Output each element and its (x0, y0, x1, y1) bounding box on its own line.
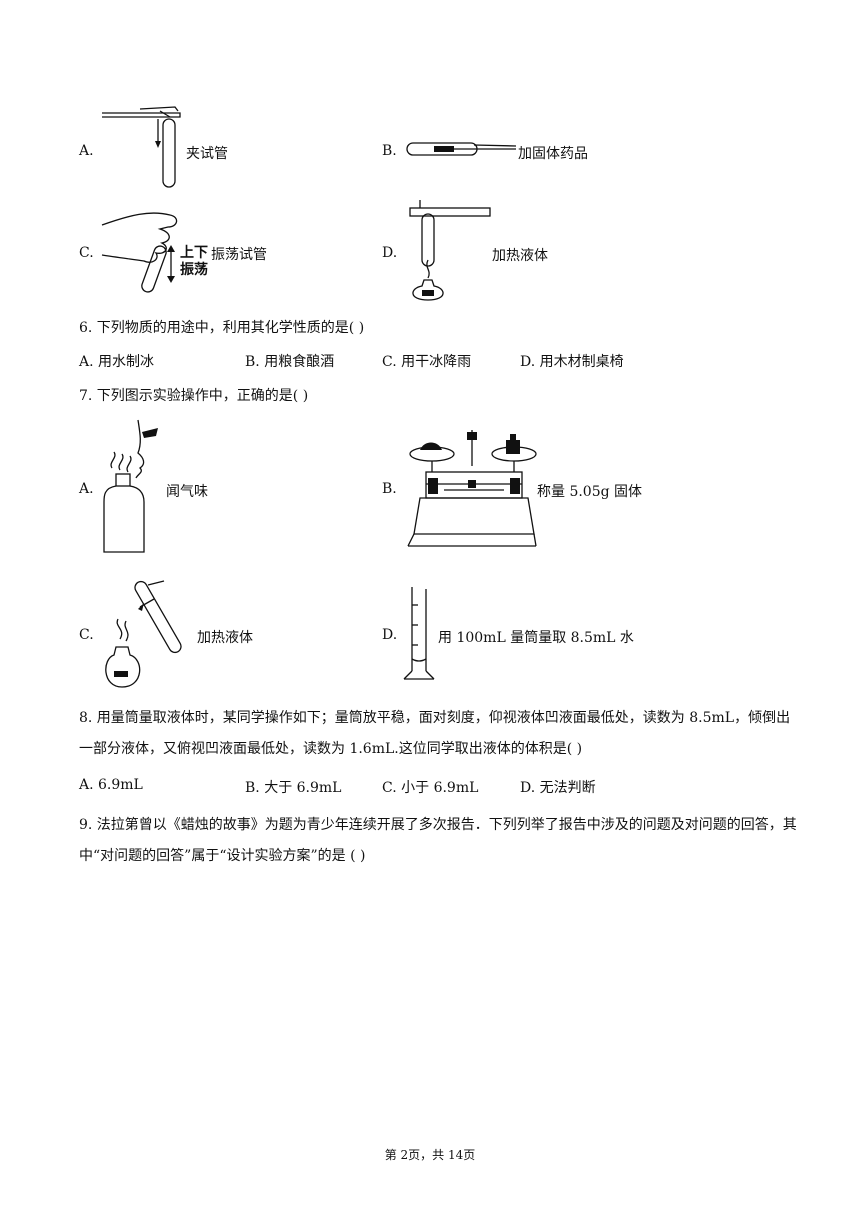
option-letter: A. (79, 143, 94, 159)
option-caption: 称量 5.05g 固体 (537, 484, 643, 500)
q6-option-c: C. 用干冰降雨 (382, 354, 472, 370)
q6-stem: 6. 下列物质的用途中，利用其化学性质的是( ) (79, 320, 365, 336)
horizontal-tube-spatula-figure (406, 142, 517, 156)
option-caption: 加固体药品 (518, 146, 588, 162)
option-letter: C. (79, 627, 94, 643)
heating-tube-angled-figure (105, 580, 182, 688)
option-letter: A. (79, 481, 94, 497)
option-caption: 加热液体 (492, 248, 548, 264)
option-letter: B. (382, 143, 397, 159)
q6-option-d: D. 用木材制桌椅 (520, 354, 624, 370)
q8-option-a: A. 6.9mL (79, 777, 143, 793)
option-caption: 用 100mL 量筒量取 8.5mL 水 (438, 630, 634, 646)
option-letter: B. (382, 481, 397, 497)
q6-option-a: A. 用水制冰 (79, 354, 155, 370)
shake-direction-label: 上下 振荡 (180, 245, 208, 278)
q8-option-c: C. 小于 6.9mL (382, 780, 479, 796)
graduated-cylinder-figure (403, 587, 435, 680)
q8-option-b: B. 大于 6.9mL (245, 780, 342, 796)
q7-stem: 7. 下列图示实验操作中，正确的是( ) (79, 388, 309, 404)
q8-option-d: D. 无法判断 (520, 780, 596, 796)
option-letter: D. (382, 627, 398, 643)
up-down-arrow-icon (167, 245, 175, 283)
q9-stem: 9. 法拉第曾以《蜡烛的故事》为题为青少年连续开展了多次报告．下列列举了报告中涉… (79, 817, 797, 864)
option-caption: 加热液体 (197, 630, 253, 646)
heating-tube-vertical-figure (409, 200, 491, 301)
smelling-gas-figure (103, 419, 158, 553)
q8-stem: 8. 用量筒量取液体时，某同学操作如下；量筒放平稳，面对刻度，仰视液体凹液面最低… (79, 710, 791, 757)
option-letter: C. (79, 245, 94, 261)
option-caption: 振荡试管 (211, 247, 267, 263)
page-footer: 第 2页，共 14页 (384, 1148, 476, 1162)
test-tube-holder-figure (102, 106, 181, 188)
option-caption: 夹试管 (186, 146, 228, 162)
hand-shaking-tube-figure (101, 212, 178, 293)
option-letter: D. (382, 245, 398, 261)
q6-option-b: B. 用粮食酿酒 (245, 354, 335, 370)
balance-scale-figure (407, 430, 537, 547)
option-caption: 闻气味 (166, 484, 208, 500)
